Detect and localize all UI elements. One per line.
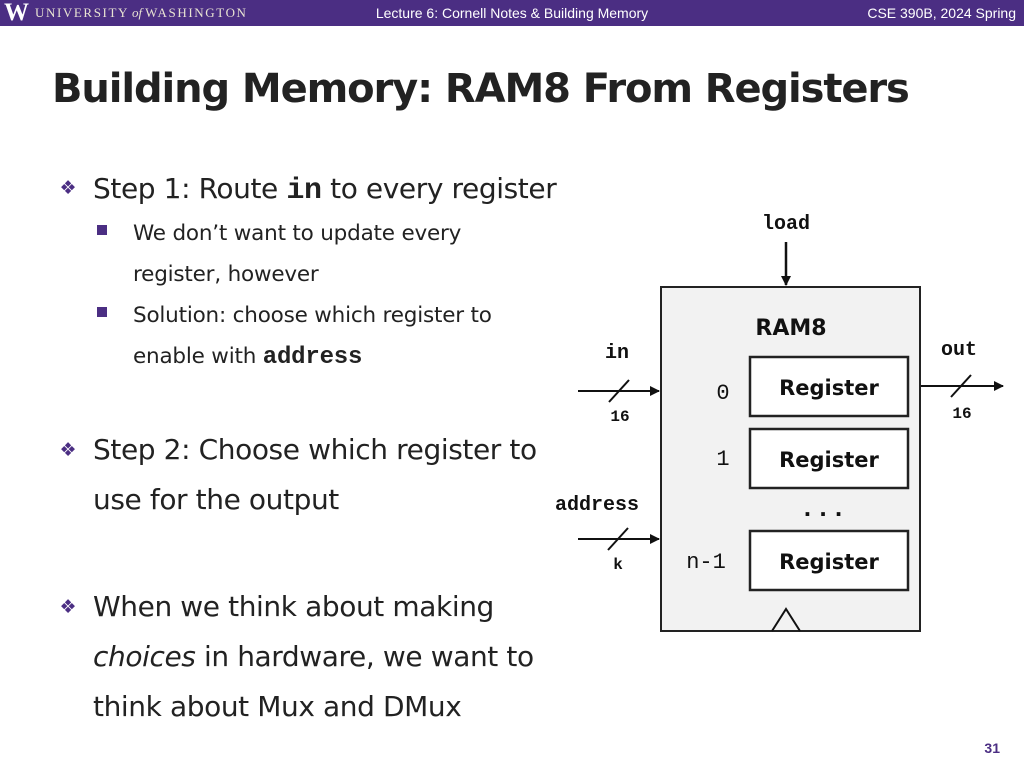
bullet-choices-line1: When we think about making [93,590,494,623]
out-label: out [941,339,977,362]
register-ellipsis: ... [800,494,847,524]
square-bullet-icon [97,225,107,235]
subbullet-no-update: We don’t want to update every register, h… [133,213,461,295]
address-bus-slash [607,527,629,551]
diamond-bullet-icon: ❖ [59,439,77,461]
university-name-first: UNIVERSITY [35,5,129,20]
register-box [748,529,910,592]
bullet-choices-line2: in hardware, we want to [195,640,534,673]
register-index: 1 [716,447,729,472]
ram8-chip-body [660,286,921,632]
address-label: address [555,494,639,517]
page-number: 31 [984,740,1000,756]
register-box [748,355,910,418]
bullet-step-1: Step 1: Route in to every register [93,164,557,216]
in-bus-slash [608,379,630,403]
bullet-step-2: Step 2: Choose which register to use for … [93,425,537,525]
bullet-step-1-text-b: to every register [321,172,557,205]
bullet-choices-italic: choices [93,640,196,673]
clock-triangle-icon [771,607,801,632]
subbullet-no-update-line2: register, however [133,262,319,287]
uw-w-logo-icon: W [4,0,29,26]
subbullet-solution-code-address: address [262,344,363,371]
bullet-step-1-code-in: in [286,174,322,208]
bullet-step-2-line1: Step 2: Choose which register to [93,433,537,466]
bullet-choices: When we think about making choices in har… [93,582,534,732]
register-label: Register [779,448,879,472]
lecture-title: Lecture 6: Cornell Notes & Building Memo… [375,5,649,21]
bullet-step-2-line2: use for the output [93,483,339,516]
in-bus-width: 16 [610,408,629,426]
square-bullet-icon [97,307,107,317]
in-label: in [605,342,629,365]
university-name-of: of [132,5,143,20]
register-index: 0 [716,381,729,406]
register-label: Register [779,376,879,400]
slide-title: Building Memory: RAM8 From Registers [52,66,910,112]
out-bus-slash [950,374,972,398]
bullet-step-1-text-a: Step 1: Route [93,172,287,205]
subbullet-solution: Solution: choose which register to enable… [133,295,492,378]
subbullet-solution-line2: enable with [133,344,263,369]
diamond-bullet-icon: ❖ [59,596,77,618]
register-box [748,427,910,490]
subbullet-solution-line1: Solution: choose which register to [133,303,492,328]
out-bus-width: 16 [952,405,971,423]
register-label: Register [779,550,879,574]
register-index: n-1 [686,550,726,575]
university-name-last: WASHINGTON [145,5,248,20]
ram8-chip-name: RAM8 [755,316,826,341]
bullet-choices-line3: think about Mux and DMux [93,690,462,723]
subbullet-no-update-line1: We don’t want to update every [133,221,462,246]
course-label: CSE 390B, 2024 Spring [867,5,1016,21]
diamond-bullet-icon: ❖ [59,177,77,199]
address-bus-width: k [613,556,623,574]
load-label: load [762,213,810,236]
